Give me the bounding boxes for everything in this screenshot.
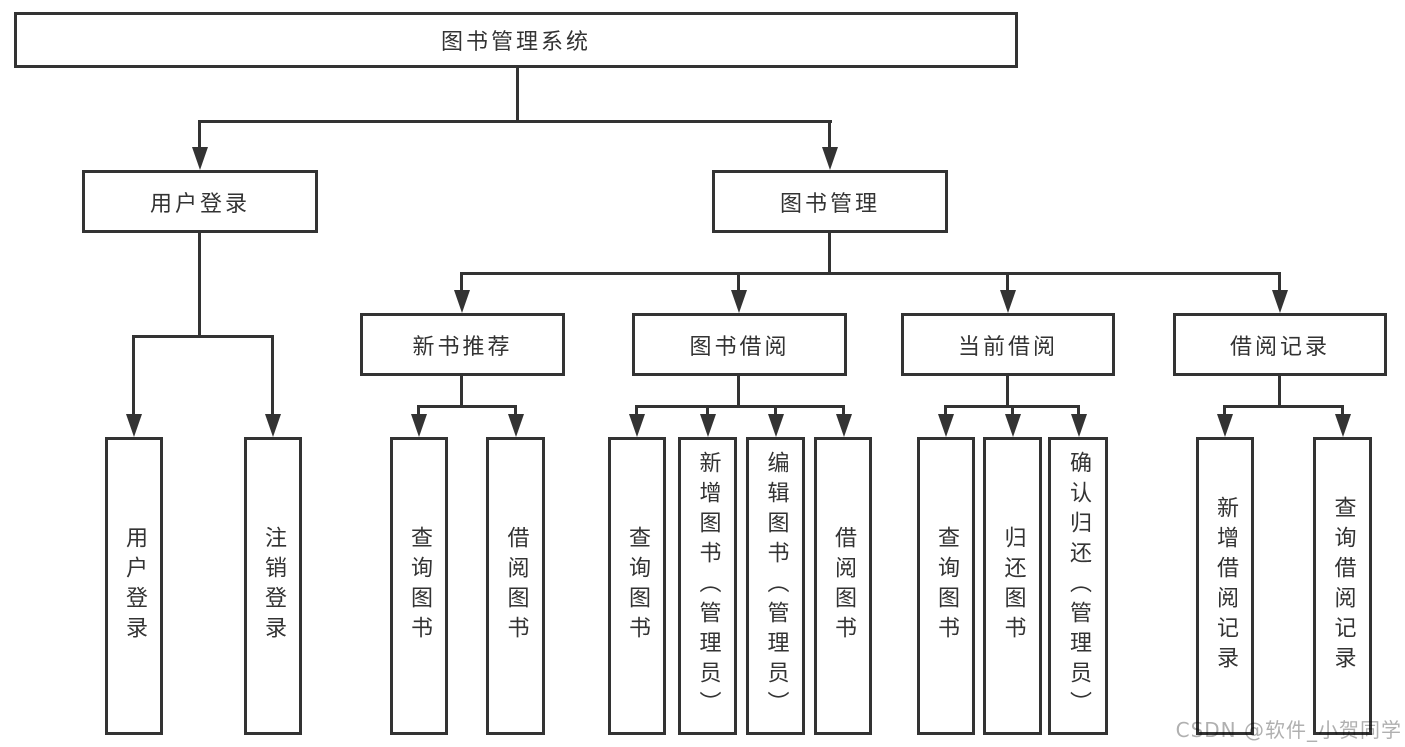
leaf-borrow-edit-book: 编辑图书（管理员） (746, 437, 805, 735)
connector-current-stem (1006, 375, 1009, 408)
node-borrow-records: 借阅记录 (1173, 313, 1387, 376)
connector-records-query-stem (1341, 405, 1344, 418)
connector-borrow-edit-stem (774, 405, 777, 418)
node-book-management-label: 图书管理 (779, 191, 880, 217)
connector-rec-arrow-stem (460, 272, 463, 294)
leaf-borrow-add-book-label: 新增图书（管理员） (695, 451, 721, 721)
arrowhead-current-confirm-icon (1071, 414, 1087, 437)
arrowhead-login-user-icon (126, 414, 142, 437)
connector-level1-bar (198, 120, 832, 123)
connector-borrow-query-stem (635, 405, 638, 418)
leaf-borrow-edit-book-label: 编辑图书（管理员） (763, 451, 789, 721)
connector-current-query-stem (944, 405, 947, 418)
connector-mgmt-stem (828, 232, 831, 274)
node-book-borrow: 图书借阅 (632, 313, 847, 376)
connector-login-arrow-stem (198, 120, 201, 152)
leaf-records-add: 新增借阅记录 (1196, 437, 1254, 735)
connector-current-arrow-stem (1006, 272, 1009, 294)
leaf-rec-query-book: 查询图书 (390, 437, 448, 735)
leaf-current-return-book: 归还图书 (983, 437, 1042, 735)
leaf-records-query-label: 查询借阅记录 (1330, 496, 1356, 676)
arrowhead-borrow-query-icon (629, 414, 645, 437)
leaf-current-confirm-return-label: 确认归还（管理员） (1066, 451, 1091, 721)
node-book-management: 图书管理 (712, 170, 948, 233)
leaf-borrow-query-book-label: 查询图书 (625, 526, 650, 646)
leaf-logout: 注销登录 (244, 437, 302, 735)
leaf-rec-borrow-book-label: 借阅图书 (503, 526, 529, 646)
arrowhead-records-add-icon (1217, 414, 1233, 437)
node-root-label: 图书管理系统 (440, 30, 591, 55)
leaf-user-login: 用户登录 (105, 437, 163, 735)
leaf-current-query-book: 查询图书 (917, 437, 975, 735)
connector-rec-query-stem (417, 405, 420, 418)
connector-rec-bar (417, 405, 517, 408)
connector-records-bar (1223, 405, 1344, 408)
leaf-borrow-query-book: 查询图书 (608, 437, 666, 735)
arrowhead-mgmt-icon (822, 147, 838, 170)
connector-borrow-arrow-stem (737, 272, 740, 294)
connector-root-stem (516, 66, 519, 121)
leaf-borrow-borrow-book: 借阅图书 (814, 437, 872, 735)
connector-rec-stem (460, 375, 463, 408)
connector-current-return-stem (1011, 405, 1014, 418)
node-book-borrow-label: 图书借阅 (689, 334, 790, 360)
connector-login-user-stem (132, 335, 135, 417)
arrowhead-borrow-edit-icon (768, 414, 784, 437)
node-current-borrow: 当前借阅 (901, 313, 1115, 376)
connector-mgmt-arrow-stem (828, 120, 831, 152)
arrowhead-rec-query-icon (411, 414, 427, 437)
arrowhead-borrow-add-icon (700, 414, 716, 437)
node-user-login-label: 用户登录 (149, 191, 250, 217)
node-new-book-recommend: 新书推荐 (360, 313, 565, 376)
node-new-book-recommend-label: 新书推荐 (412, 334, 513, 360)
leaf-records-add-label: 新增借阅记录 (1213, 496, 1238, 676)
leaf-records-query: 查询借阅记录 (1313, 437, 1372, 735)
connector-records-add-stem (1223, 405, 1226, 418)
arrowhead-rec-borrow-icon (508, 414, 524, 437)
node-user-login: 用户登录 (82, 170, 318, 233)
leaf-user-login-label: 用户登录 (122, 526, 147, 646)
arrowhead-login-icon (192, 147, 208, 170)
connector-login-logout-stem (271, 335, 274, 417)
node-borrow-records-label: 借阅记录 (1229, 334, 1330, 360)
arrowhead-current-icon (1000, 290, 1016, 313)
connector-borrow-stem (737, 375, 740, 408)
connector-records-arrow-stem (1278, 272, 1281, 294)
arrowhead-records-icon (1272, 290, 1288, 313)
leaf-rec-query-book-label: 查询图书 (407, 526, 432, 646)
connector-current-confirm-stem (1077, 405, 1080, 418)
connector-login-bar (132, 335, 274, 338)
connector-borrow-borrow-stem (842, 405, 845, 418)
arrowhead-current-query-icon (938, 414, 954, 437)
arrowhead-rec-icon (454, 290, 470, 313)
connector-rec-borrow-stem (514, 405, 517, 418)
leaf-current-return-book-label: 归还图书 (1000, 526, 1026, 646)
connector-records-stem (1278, 375, 1281, 408)
connector-mgmt-bar (460, 272, 1281, 275)
connector-borrow-bar (635, 405, 845, 408)
leaf-borrow-borrow-book-label: 借阅图书 (831, 526, 856, 646)
node-root: 图书管理系统 (14, 12, 1018, 68)
connector-borrow-add-stem (706, 405, 709, 418)
leaf-rec-borrow-book: 借阅图书 (486, 437, 545, 735)
csdn-watermark: CSDN @软件_小贺同学 (1175, 718, 1402, 742)
leaf-borrow-add-book: 新增图书（管理员） (678, 437, 737, 735)
leaf-current-confirm-return: 确认归还（管理员） (1048, 437, 1108, 735)
arrowhead-current-return-icon (1005, 414, 1021, 437)
arrowhead-borrow-icon (731, 290, 747, 313)
arrowhead-login-logout-icon (265, 414, 281, 437)
node-current-borrow-label: 当前借阅 (957, 334, 1058, 360)
leaf-logout-label: 注销登录 (261, 526, 286, 646)
connector-login-stem (198, 232, 201, 336)
leaf-current-query-book-label: 查询图书 (934, 526, 959, 646)
arrowhead-borrow-borrow-icon (836, 414, 852, 437)
arrowhead-records-query-icon (1335, 414, 1351, 437)
